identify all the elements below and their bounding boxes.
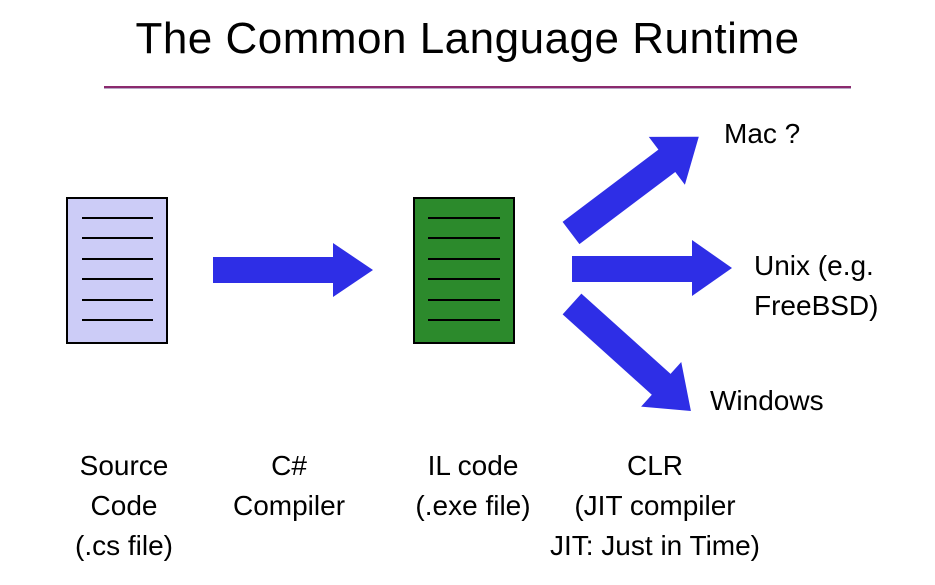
clr-stage-line: CLR: [626, 450, 683, 481]
source-stage-line: Source: [79, 450, 169, 481]
target-unix-label-line1: Unix (e.g.: [754, 250, 874, 281]
target-mac-label: Mac ?: [724, 118, 801, 149]
source-stage-line: (.cs file): [75, 530, 173, 561]
il-stage-label: IL code (.exe file): [398, 446, 548, 526]
compiler-stage-label: C# Compiler: [214, 446, 364, 526]
clr-stage-label: CLR (JIT compiler JIT: Just in Time): [522, 446, 788, 566]
clr-stage-line: (JIT compiler: [574, 490, 736, 521]
compiler-stage-line: C#: [271, 450, 307, 481]
slide-title: The Common Language Runtime: [135, 14, 800, 63]
source-stage-label: Source Code (.cs file): [48, 446, 200, 566]
arrow-to-windows: [562, 293, 691, 412]
title-divider: [104, 86, 851, 89]
target-windows-label: Windows: [710, 385, 824, 416]
compiler-stage-line: Compiler: [232, 490, 346, 521]
il-code-document-icon: [413, 197, 515, 344]
clr-stage-line: JIT: Just in Time): [549, 530, 761, 561]
source-code-document-icon: [66, 197, 168, 344]
arrow-to-unix: [572, 240, 732, 296]
arrow-to-mac: [562, 136, 699, 245]
compile-arrow: [213, 243, 373, 297]
il-stage-line: (.exe file): [415, 490, 531, 521]
target-unix-label-line2: FreeBSD): [754, 290, 879, 321]
il-stage-line: IL code: [427, 450, 519, 481]
source-stage-line: Code: [90, 490, 158, 521]
